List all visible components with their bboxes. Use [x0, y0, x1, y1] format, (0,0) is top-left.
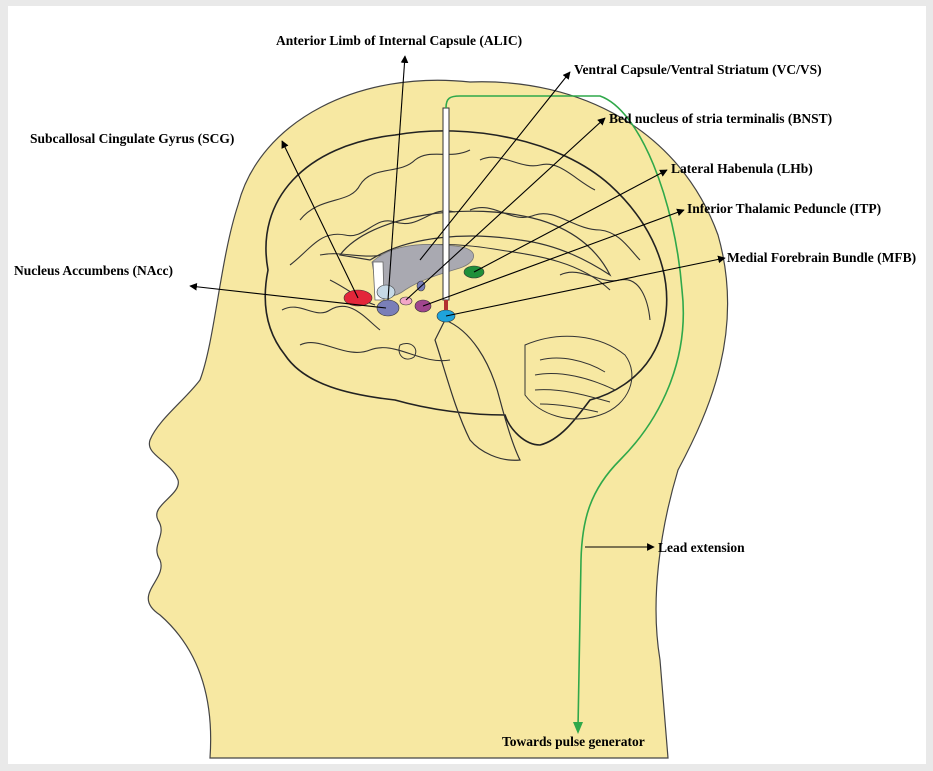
alic-label: Anterior Limb of Internal Capsule (ALIC)	[276, 33, 522, 48]
electrode-tip	[444, 300, 448, 310]
lhb-label: Lateral Habenula (LHb)	[671, 161, 813, 176]
lead-extension-label: Lead extension	[658, 540, 745, 555]
nacc-label: Nucleus Accumbens (NAcc)	[14, 263, 173, 278]
bnst-label: Bed nucleus of stria terminalis (BNST)	[609, 111, 832, 126]
bnst-target	[400, 297, 412, 305]
pulse-generator-label: Towards pulse generator	[502, 734, 645, 749]
scg-label: Subcallosal Cingulate Gyrus (SCG)	[30, 131, 234, 146]
mfb-label: Medial Forebrain Bundle (MFB)	[727, 250, 916, 265]
dbs-electrode	[443, 108, 449, 300]
itp-label: Inferior Thalamic Peduncle (ITP)	[687, 201, 881, 216]
alic-target	[377, 300, 399, 316]
head-silhouette	[148, 80, 727, 758]
scg-target	[377, 285, 395, 299]
vcvs-label: Ventral Capsule/Ventral Striatum (VC/VS)	[574, 62, 822, 77]
